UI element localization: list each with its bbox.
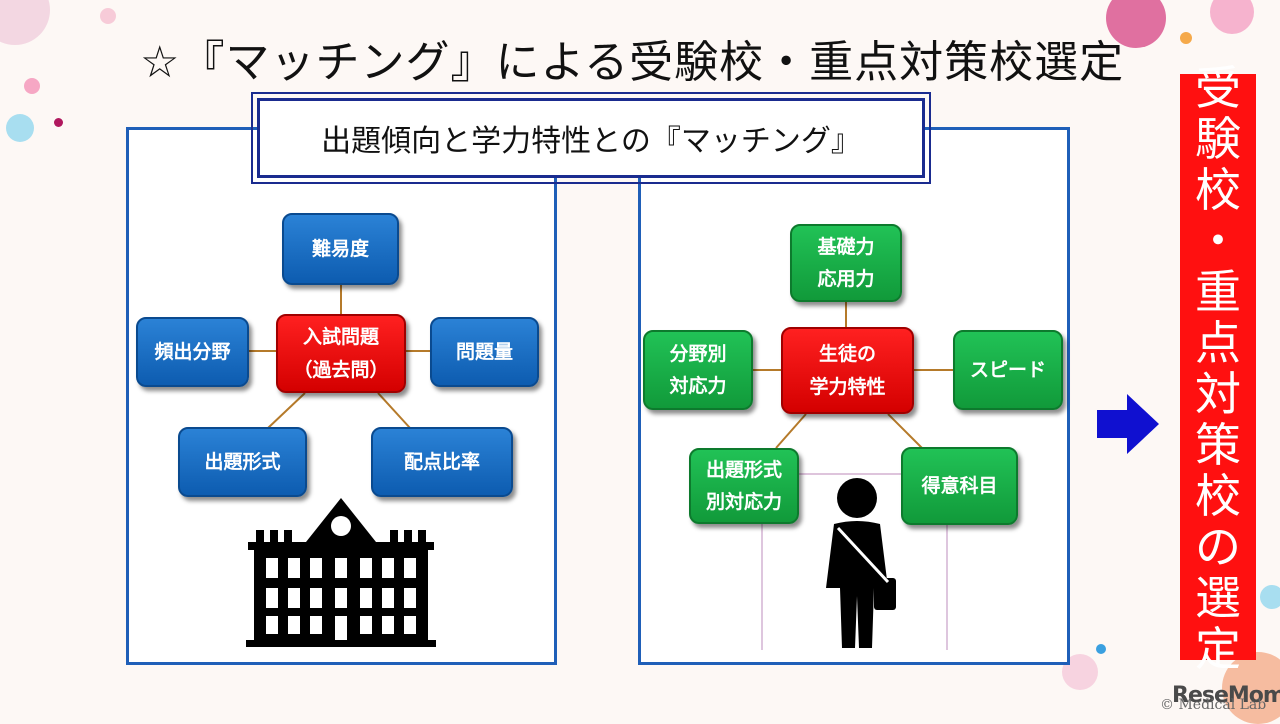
node-speed: スピード [953, 330, 1063, 410]
slide-title: ☆『マッチング』による受験校・重点対策校選定 [140, 37, 1125, 88]
side-char: 験 [1195, 112, 1241, 166]
decor-circle [1260, 585, 1280, 609]
decor-circle [1096, 644, 1106, 654]
side-char: 選 [1195, 571, 1241, 625]
node-field-ability: 分野別 対応力 [643, 330, 753, 410]
side-char: 校 [1195, 469, 1241, 523]
copyright-watermark: © Medical Lab [1160, 697, 1267, 713]
node-format-ability: 出題形式 別対応力 [689, 448, 799, 524]
side-char: 点 [1195, 316, 1241, 370]
node-strong-subject: 得意科目 [901, 447, 1018, 525]
decor-circle [100, 8, 116, 24]
side-char: 策 [1195, 418, 1241, 472]
decor-circle [54, 118, 63, 127]
node-score-ratio: 配点比率 [371, 427, 513, 497]
side-char: 校 [1195, 163, 1241, 217]
side-char: ・ [1195, 214, 1241, 268]
subtitle-box: 出題傾向と学力特性との『マッチング』 [251, 92, 931, 184]
node-frequent-fields: 頻出分野 [136, 317, 249, 387]
side-char: 定 [1195, 622, 1241, 676]
decor-circle [1222, 652, 1280, 724]
side-char: の [1195, 520, 1241, 574]
decor-circle [1180, 32, 1192, 44]
school-building-icon [246, 498, 436, 647]
node-question-format: 出題形式 [178, 427, 307, 497]
student-silhouette-icon [826, 478, 896, 648]
side-label: 受 験 校 ・ 重 点 対 策 校 の 選 定 [1180, 63, 1256, 675]
decor-circle [6, 114, 34, 142]
node-student-ability: 生徒の 学力特性 [781, 327, 914, 414]
brand-logo: ReseMom [1172, 683, 1280, 708]
side-char: 対 [1195, 367, 1241, 421]
node-basic-applied: 基礎力 応用力 [790, 224, 902, 302]
side-char: 受 [1195, 61, 1241, 115]
right-arrow-icon [1097, 394, 1159, 454]
node-entrance-exam: 入試問題 （過去問） [276, 314, 406, 393]
decor-circle [24, 78, 40, 94]
node-question-volume: 問題量 [430, 317, 539, 387]
decor-circle [1106, 0, 1166, 48]
side-char: 重 [1195, 265, 1241, 319]
decor-circle [1210, 0, 1254, 34]
node-difficulty: 難易度 [282, 213, 399, 285]
